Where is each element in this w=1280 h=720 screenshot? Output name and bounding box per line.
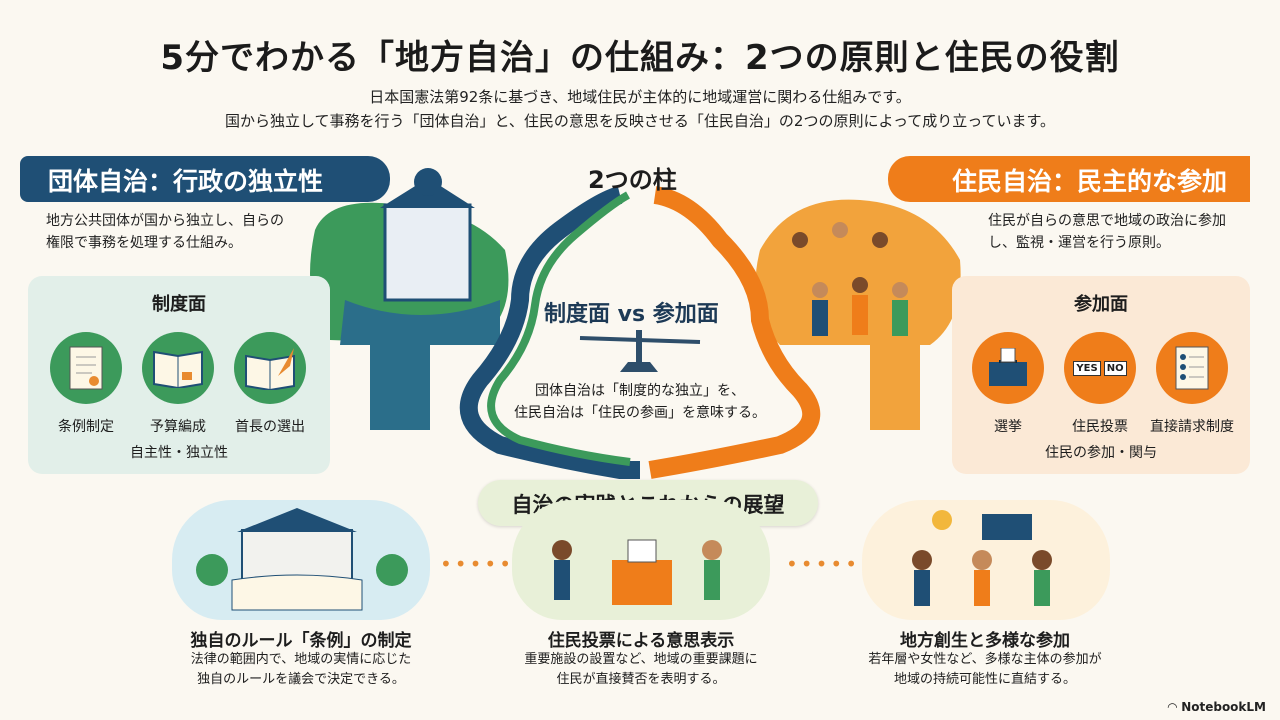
item-label: 直接請求制度 bbox=[1150, 419, 1234, 435]
notebooklm-logo: ◠ NotebookLM bbox=[1168, 700, 1266, 714]
navy-ribbon bbox=[459, 186, 640, 479]
card-desc-revitalization-1: 若年層や女性など、多様な主体の参加が bbox=[868, 652, 1102, 667]
card-desc-ordinance-2: 独自のルールを議会で決定できる。 bbox=[197, 672, 405, 687]
orange-pillar bbox=[870, 345, 920, 430]
book-icon bbox=[142, 332, 214, 404]
versus-heading: 制度面 vs 参加面 bbox=[544, 302, 719, 327]
logo-icon: ◠ bbox=[1167, 700, 1182, 714]
person bbox=[872, 232, 888, 248]
right-banner: 住民自治：民主的な参加 bbox=[888, 156, 1250, 202]
scale-base bbox=[620, 362, 658, 372]
pillar-title: 2つの柱 bbox=[588, 166, 677, 194]
item-label: 首長の選出 bbox=[235, 419, 305, 435]
panel-title-participation: 参加面 bbox=[1074, 294, 1128, 315]
panel-title-institutional: 制度面 bbox=[152, 294, 206, 315]
panel-footer-autonomy: 自主性・独立性 bbox=[130, 445, 228, 461]
card-desc-referendum-1: 重要施設の設置など、地域の重要課題に bbox=[524, 652, 758, 667]
government-building bbox=[383, 203, 472, 302]
column-pillar bbox=[370, 340, 430, 430]
building-dome bbox=[414, 168, 442, 196]
card-title-ordinance: 独自のルール「条例」の制定 bbox=[190, 631, 412, 651]
subtitle-line-2: 国から独立して事務を行う「団体自治」と、住民の意思を反映させる「住民自治」の2つ… bbox=[224, 112, 1056, 130]
person bbox=[792, 232, 808, 248]
card-desc-revitalization-2: 地域の持続可能性に直結する。 bbox=[893, 672, 1076, 687]
left-description-line-1: 地方公共団体が国から独立し、自らの bbox=[46, 213, 284, 229]
left-hill-base bbox=[340, 300, 500, 345]
person bbox=[852, 277, 868, 293]
petition-icon bbox=[1156, 332, 1228, 404]
page-title: 5分でわかる「地方自治」の仕組み：2つの原則と住民の役割 bbox=[160, 38, 1120, 78]
green-ribbon bbox=[487, 191, 631, 466]
subtitle-line-1: 日本国憲法第92条に基づき、地域住民が主体的に地域運営に関わる仕組みです。 bbox=[369, 88, 911, 106]
item-label: 住民投票 bbox=[1072, 419, 1128, 435]
center-description-line-2: 住民自治は「住民の参画」を意味する。 bbox=[514, 405, 766, 421]
item-label: 予算編成 bbox=[150, 419, 206, 435]
regional-revitalization-scene-illustration bbox=[862, 500, 1110, 620]
card-desc-referendum-2: 住民が直接賛否を表明する。 bbox=[556, 672, 726, 687]
yes-no-sign-icon: YES NO bbox=[1064, 332, 1136, 404]
person bbox=[892, 282, 908, 298]
left-banner: 団体自治：行政の独立性 bbox=[20, 156, 390, 202]
ordinance-scene-illustration bbox=[172, 500, 430, 620]
document-icon bbox=[50, 332, 122, 404]
card-desc-ordinance-1: 法律の範囲内で、地域の実情に応じた bbox=[190, 652, 412, 667]
center-description-line-1: 団体自治は「制度的な独立」を、 bbox=[535, 383, 745, 399]
item-label: 選挙 bbox=[994, 419, 1022, 435]
scale-beam bbox=[579, 336, 701, 344]
ballot-box-icon bbox=[972, 332, 1044, 404]
right-description-line-2: し、監視・運営を行う原則。 bbox=[988, 235, 1170, 251]
person bbox=[832, 222, 848, 238]
yes-sign: YES bbox=[1073, 360, 1101, 376]
participation-panel: 参加面 YES NO 選挙 住民投票 直接請求制度 住民の参加・関与 bbox=[952, 276, 1250, 474]
person-body bbox=[852, 295, 868, 335]
card-title-referendum: 住民投票による意思表示 bbox=[547, 631, 735, 651]
referendum-scene-illustration bbox=[512, 500, 770, 620]
quill-book-icon bbox=[234, 332, 306, 404]
item-label: 条例制定 bbox=[58, 419, 114, 435]
scale-post bbox=[636, 330, 642, 368]
orange-ribbon bbox=[648, 186, 821, 479]
panel-footer-participation: 住民の参加・関与 bbox=[1045, 445, 1157, 461]
person-body bbox=[812, 300, 828, 336]
logo-text: NotebookLM bbox=[1181, 700, 1266, 714]
right-description-line-1: 住民が自らの意思で地域の政治に参加 bbox=[988, 213, 1226, 229]
person bbox=[812, 282, 828, 298]
no-sign: NO bbox=[1103, 360, 1127, 376]
person-body bbox=[892, 300, 908, 336]
institutional-panel: 制度面 条例制定 予算編成 首長の選出 自主性・独立性 bbox=[28, 276, 330, 474]
connector-dots: •••••• bbox=[786, 552, 875, 576]
left-description-line-2: 権限で事務を処理する仕組み。 bbox=[46, 235, 242, 251]
card-title-revitalization: 地方創生と多様な参加 bbox=[900, 631, 1070, 651]
